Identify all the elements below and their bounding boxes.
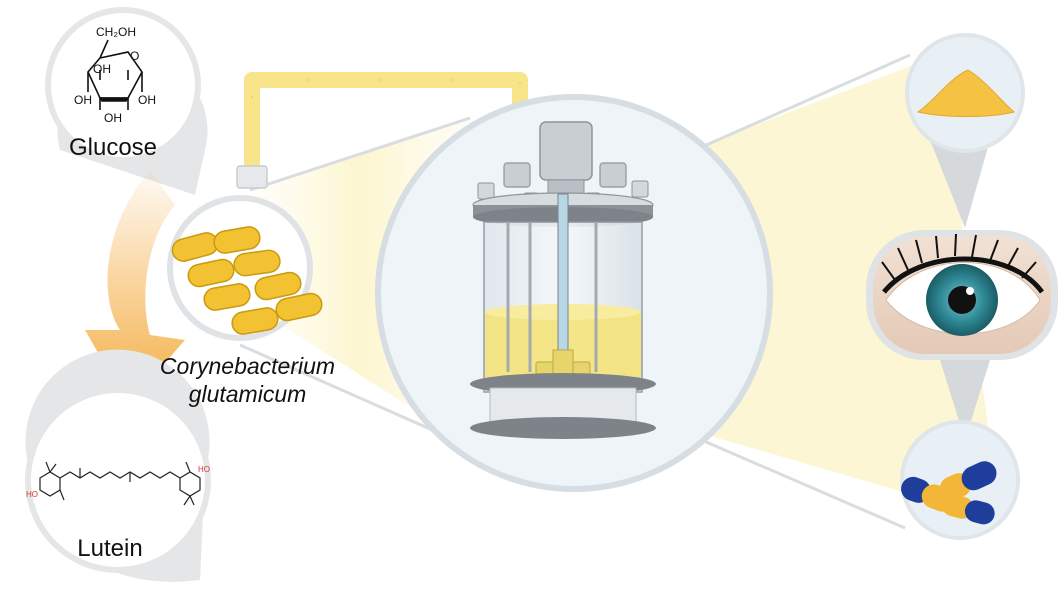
- flow-arrow-icon: [85, 170, 185, 405]
- organism-label: Corynebacterium glutamicum: [150, 352, 345, 408]
- eye-icon: [881, 233, 1045, 336]
- capsules-icon: [901, 461, 997, 525]
- glucose-oh-2: OH: [74, 93, 92, 107]
- lutein-hydroxyl-left: HO: [26, 490, 38, 499]
- beam-edge-lower: [689, 433, 906, 530]
- glucose-label: Glucose: [68, 134, 158, 161]
- glucose-ring-oxygen: O: [130, 49, 139, 63]
- organism-genus: Corynebacterium: [159, 353, 336, 379]
- glucose-ch2oh-label: CH₂OH: [96, 25, 136, 39]
- beam-reactor-to-products: [690, 55, 1000, 520]
- beam-edge-top: [249, 116, 471, 192]
- lutein-hydroxyl-right: HO: [198, 465, 210, 474]
- bioreactor-icon: [470, 121, 656, 439]
- glucose-oh-3: OH: [138, 93, 156, 107]
- feed-tube: [236, 72, 528, 189]
- beam-edge-bottom: [239, 343, 456, 442]
- powder-pile-icon: [916, 69, 1016, 117]
- beam-edge-upper: [694, 53, 911, 152]
- connector-eye-capsule: [940, 360, 990, 440]
- lutein-node: [25, 349, 211, 582]
- glucose-oh-1: OH: [93, 62, 111, 76]
- connector-powder-eye: [930, 140, 990, 228]
- glucose-oh-4: OH: [104, 111, 122, 125]
- bacteria-cells-icon: [171, 226, 323, 335]
- lutein-label: Lutein: [77, 535, 143, 562]
- lutein-molecule-icon: [39, 461, 201, 506]
- organism-species: glutamicum: [188, 381, 307, 407]
- glucose-node: [45, 7, 208, 195]
- glucose-molecule-icon: [87, 39, 143, 110]
